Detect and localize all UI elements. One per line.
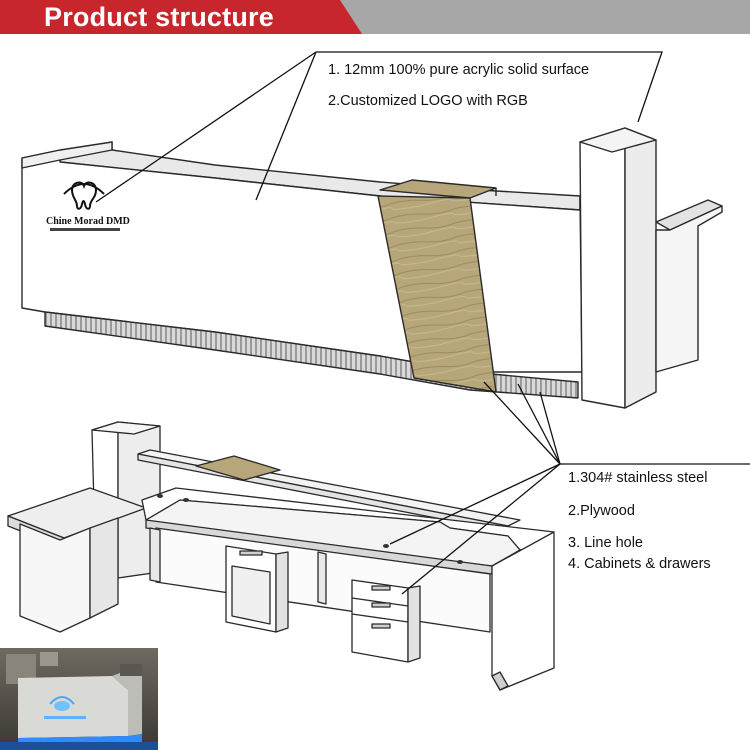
left-tall-block-top: [91, 421, 161, 435]
right-low-counter-front: [655, 205, 723, 373]
right-tall-block-front: [579, 127, 626, 409]
line-hole-2: [183, 498, 189, 502]
customer-logo: Chine Morad DMD: [46, 181, 130, 231]
right-tall-block-side: [624, 127, 657, 409]
front-left-side: [21, 141, 113, 169]
right-end-panel: [491, 531, 555, 691]
plywood-shelf-plate: [195, 455, 281, 481]
page-title: Product structure: [44, 2, 274, 32]
callout-stainless-steel: 1.304# stainless steel: [568, 470, 708, 486]
tooth-logo-icon: [63, 181, 105, 210]
right-tall-block-top: [579, 127, 657, 153]
right-end-panel-foot: [491, 671, 509, 691]
header-red-tab: [0, 0, 362, 34]
drawer-handle-2: [371, 602, 391, 608]
line-hole-4: [457, 560, 463, 564]
left-support-panel: [149, 527, 161, 583]
plywood-slanted-panel: [377, 195, 497, 393]
callout-cabinets-drawers: 4. Cabinets & drawers: [568, 556, 711, 572]
left-counter-side: [89, 517, 119, 619]
logo-name-text: Chine Morad DMD: [46, 216, 130, 227]
drawer-stack-side: [407, 585, 421, 663]
open-cabinet-drawer-handle: [239, 550, 263, 556]
left-counter-body: [19, 523, 91, 633]
callout-custom-logo: 2.Customized LOGO with RGB: [328, 93, 528, 109]
mid-support-panel: [317, 551, 327, 605]
desk-back-view: [7, 421, 555, 691]
line-holes: [157, 494, 463, 564]
drawer-handle-3: [371, 623, 391, 629]
desk-front-view: [21, 127, 723, 409]
reception-desk-photo: [0, 648, 158, 750]
callout-plywood: 2.Plywood: [568, 503, 635, 519]
top-callout-frame: [316, 51, 663, 123]
line-hole-3: [383, 544, 389, 548]
callout-acrylic-surface: 1. 12mm 100% pure acrylic solid surface: [328, 62, 590, 78]
callout-line-hole: 3. Line hole: [568, 535, 643, 551]
open-cabinet-inner: [231, 565, 271, 625]
line-hole-1: [157, 494, 163, 498]
leader-lines: [95, 51, 750, 595]
drawer-handle-1: [371, 585, 391, 591]
open-cabinet-side: [275, 551, 289, 633]
header-bar: [0, 0, 750, 34]
